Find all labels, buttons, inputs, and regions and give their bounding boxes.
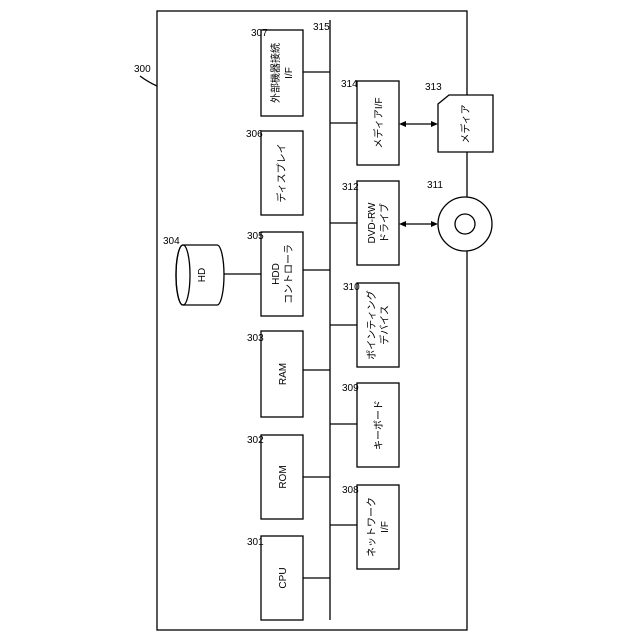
hd-label: HD xyxy=(197,268,208,282)
dvd-drive-label-2: ドライブ xyxy=(378,203,391,243)
ref-keyboard: 309 xyxy=(342,383,359,394)
hdd-controller-label: HDD xyxy=(271,263,282,285)
arrow-media-head-left xyxy=(399,121,406,127)
ram-label: RAM xyxy=(278,363,289,385)
network-if-label-2: I/F xyxy=(380,521,391,533)
ref-media-if: 314 xyxy=(341,79,358,90)
pointing-device-label: ポインティング xyxy=(365,290,378,359)
ref-system-leader xyxy=(140,76,157,86)
network-if-box xyxy=(357,485,399,569)
external-if-box xyxy=(261,30,303,116)
ref-system: 300 xyxy=(134,64,151,75)
ref-bus: 315 xyxy=(313,22,330,33)
hdd-controller-box xyxy=(261,232,303,316)
ref-hdd-controller: 305 xyxy=(247,231,264,242)
pointing-device-box xyxy=(357,283,399,367)
media-if-label: メディアI/F xyxy=(372,98,385,149)
ref-rom: 302 xyxy=(247,435,264,446)
arrow-media-head-right xyxy=(431,121,438,127)
ref-cpu: 301 xyxy=(247,537,264,548)
ref-external-if: 307 xyxy=(251,28,268,39)
cpu-label: CPU xyxy=(278,567,289,588)
keyboard-label: キーボード xyxy=(373,400,385,450)
display-label: ディスプレイ xyxy=(275,143,288,202)
ref-display: 306 xyxy=(246,129,263,140)
dvd-disc xyxy=(438,197,492,251)
ref-hd: 304 xyxy=(163,236,180,247)
system-frame xyxy=(157,11,467,630)
ref-network-if: 308 xyxy=(342,485,359,496)
ref-ram: 303 xyxy=(247,333,264,344)
arrow-dvd-head-left xyxy=(399,221,406,227)
dvd-drive-label: DVD-RW xyxy=(367,202,378,243)
external-if-label: 外部機器接続 xyxy=(269,43,282,103)
dvd-drive-box xyxy=(357,181,399,265)
pointing-device-label-2: デバイス xyxy=(378,305,391,345)
external-if-label-2: I/F xyxy=(284,67,295,79)
ref-dvd-medium: 311 xyxy=(427,180,443,191)
ref-pointing-device: 310 xyxy=(343,282,360,293)
ref-media: 313 xyxy=(425,82,442,93)
arrow-dvd-head-right xyxy=(431,221,438,227)
network-if-label: ネットワーク xyxy=(366,497,378,557)
ref-dvd-drive: 312 xyxy=(342,182,359,193)
hdd-controller-label-2: コントローラ xyxy=(283,244,295,304)
media-label: メディア xyxy=(459,104,472,143)
rom-label: ROM xyxy=(278,465,289,488)
